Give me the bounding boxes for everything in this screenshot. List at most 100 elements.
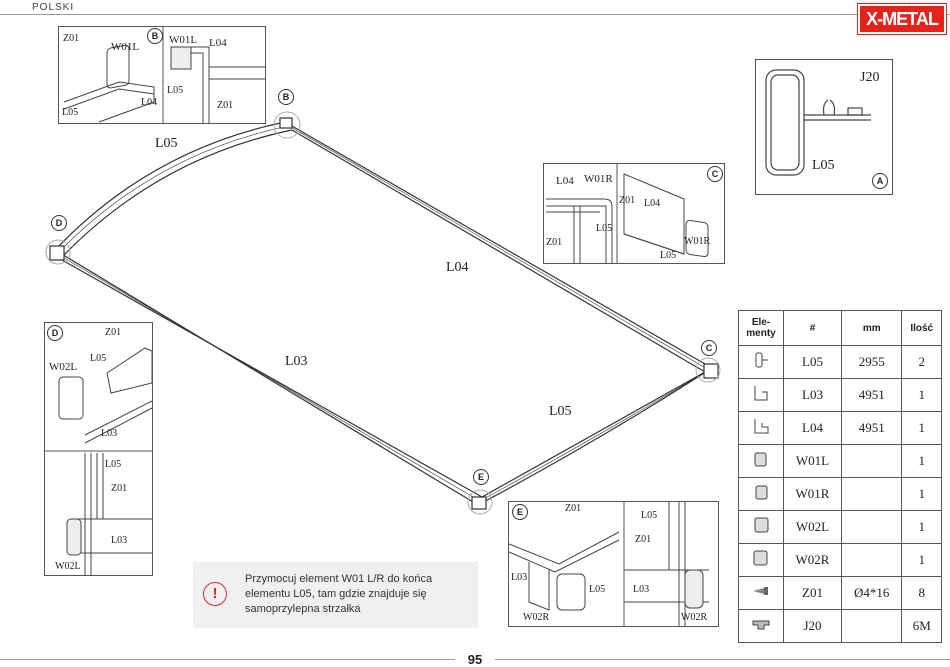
part-length — [841, 444, 903, 478]
part-code: J20 — [782, 609, 843, 643]
detail-e-z01: Z01 — [565, 503, 582, 514]
detail-a-l05: L05 — [812, 158, 835, 173]
header-mm: mm — [841, 310, 903, 346]
header-elements: Ele- menty — [738, 310, 784, 346]
part-code: Z01 — [782, 576, 843, 610]
callout-b: B — [278, 89, 294, 105]
detail-d-l03: L03 — [101, 428, 118, 439]
part-length: Ø4*16 — [841, 576, 903, 610]
detail-b-panel: B Z01 W01L L04 L05 W01L L04 L05 Z01 — [58, 26, 266, 124]
instruction-note: ! Przymocuj element W01 L/R do końca ele… — [193, 562, 478, 628]
detail-c-l05-2: L05 — [660, 250, 677, 261]
cap-w01r-icon — [738, 477, 784, 511]
language-label: POLSKI — [32, 2, 75, 13]
detail-d-l05: L05 — [90, 353, 107, 364]
detail-a-panel: J20 L05 A — [755, 59, 893, 195]
part-length — [841, 510, 903, 544]
detail-e-l03: L03 — [511, 572, 528, 583]
part-code: L04 — [782, 411, 843, 445]
detail-b-l05: L05 — [62, 107, 79, 118]
profile-l04-icon — [738, 411, 784, 445]
part-code: W01R — [782, 477, 843, 511]
parts-row: W02L 1 — [738, 510, 942, 544]
detail-c-l04: L04 — [556, 175, 574, 187]
part-quantity: 1 — [901, 411, 942, 445]
part-quantity: 1 — [901, 378, 942, 412]
callout-e: E — [473, 469, 489, 485]
part-code: L05 — [782, 345, 843, 379]
detail-e-l03-2: L03 — [633, 584, 650, 595]
label-l05-top: L05 — [155, 136, 178, 151]
parts-table-header: Ele- menty # mm Ilość — [738, 310, 942, 346]
part-code: L03 — [782, 378, 843, 412]
detail-b-z01-2: Z01 — [217, 100, 234, 111]
detail-c-drawing — [546, 164, 709, 263]
detail-e-z01-2: Z01 — [635, 534, 652, 545]
part-length: 4951 — [841, 411, 903, 445]
detail-d-z01-2: Z01 — [111, 483, 128, 494]
part-quantity: 1 — [901, 477, 942, 511]
detail-b-z01: Z01 — [63, 33, 80, 44]
label-l05-bottom: L05 — [549, 404, 572, 419]
detail-c-l05: L05 — [596, 223, 613, 234]
detail-a-drawing — [765, 69, 871, 176]
detail-b-tag: B — [147, 28, 163, 44]
detail-c-z01-2: Z01 — [619, 195, 636, 206]
header-qty: Ilość — [901, 310, 942, 346]
detail-c-w01r: W01R — [584, 173, 613, 185]
header-divider — [0, 14, 950, 15]
detail-d-w02l: W02L — [49, 361, 78, 373]
screw-z01-icon — [738, 576, 784, 610]
label-l04: L04 — [446, 260, 469, 275]
part-length — [841, 609, 903, 643]
part-quantity: 2 — [901, 345, 942, 379]
part-length — [841, 543, 903, 577]
seal-j20-icon — [738, 609, 784, 643]
detail-e-panel: E Z01 L05 Z01 L03 L05 L03 W02R W02R — [508, 501, 719, 627]
brand-logo: X-METAL — [857, 3, 947, 35]
detail-d-panel: D Z01 W02L L05 L03 L05 Z01 L03 W02L — [44, 322, 153, 576]
detail-d-tag: D — [47, 325, 63, 341]
detail-b-l04-2: L04 — [209, 37, 227, 49]
detail-e-l05: L05 — [641, 510, 658, 521]
detail-e-w02r-2: W02R — [681, 612, 708, 623]
callout-c: C — [701, 340, 717, 356]
detail-c-w01r-2: W01R — [684, 236, 711, 247]
part-quantity: 8 — [901, 576, 942, 610]
part-length: 4951 — [841, 378, 903, 412]
cap-w02r-icon — [738, 543, 784, 577]
detail-b-w01l-2: W01L — [169, 34, 198, 46]
detail-a-j20: J20 — [860, 70, 880, 85]
page-number: 95 — [455, 652, 495, 667]
detail-b-w01l: W01L — [111, 41, 140, 53]
detail-b-drawing — [63, 27, 265, 123]
detail-d-drawing — [45, 347, 152, 575]
profile-l03-icon — [738, 378, 784, 412]
detail-e-tag: E — [512, 504, 528, 520]
detail-c-l04-2: L04 — [644, 198, 661, 209]
part-code: W02L — [782, 510, 843, 544]
detail-c-panel: C L04 W01R Z01 L05 Z01 L04 W01R L05 — [543, 163, 725, 264]
detail-e-l05-2: L05 — [589, 584, 606, 595]
callout-d: D — [51, 215, 67, 231]
detail-d-l05-2: L05 — [105, 459, 122, 470]
detail-c-z01: Z01 — [546, 237, 563, 248]
instruction-text: Przymocuj element W01 L/R do końca eleme… — [245, 573, 433, 615]
part-code: W01L — [782, 444, 843, 478]
profile-l05-icon — [738, 345, 784, 379]
parts-row: W01R 1 — [738, 477, 942, 511]
warning-icon: ! — [203, 582, 227, 606]
part-length: 2955 — [841, 345, 903, 379]
detail-a-tag: A — [872, 173, 888, 189]
part-quantity: 1 — [901, 510, 942, 544]
detail-e-w02r: W02R — [523, 612, 550, 623]
detail-d-z01: Z01 — [105, 327, 122, 338]
detail-d-w02l-2: W02L — [55, 561, 81, 572]
